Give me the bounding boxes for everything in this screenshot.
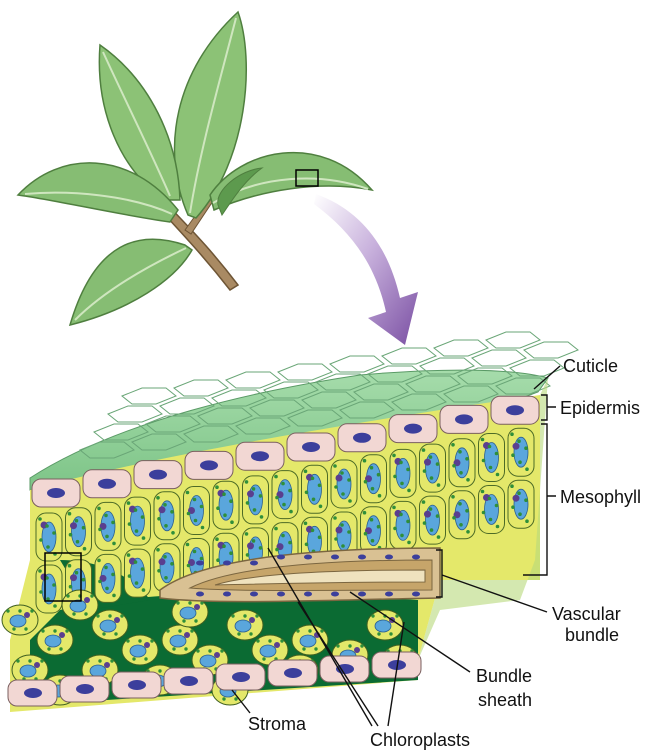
spongy-cell: [122, 635, 158, 665]
epidermis-cell: [8, 680, 57, 706]
epidermis-cell: [389, 415, 437, 443]
palisade-cell: [390, 449, 416, 497]
epidermis-cell: [32, 479, 80, 507]
epidermis-cell: [440, 405, 488, 433]
sheath-nucleus: [277, 555, 285, 560]
epidermis-cell: [287, 433, 335, 461]
spongy-cell: [37, 625, 73, 655]
magnify-arrow: [314, 194, 418, 345]
palisade-cell: [361, 507, 387, 555]
spongy-cell: [92, 610, 128, 640]
sheath-nucleus: [412, 555, 420, 560]
label-vascular-bundle-2: bundle: [565, 625, 619, 645]
palisade-cell: [272, 471, 298, 519]
epidermis-cell: [216, 664, 265, 690]
palisade-cell: [508, 480, 534, 528]
palisade-cell: [125, 497, 151, 545]
sheath-nucleus: [331, 555, 339, 560]
sheath-nucleus: [223, 561, 231, 566]
palisade-cell: [125, 549, 151, 597]
label-bundle-sheath-2: sheath: [478, 690, 532, 710]
sheath-nucleus: [385, 555, 393, 560]
sheath-nucleus: [196, 561, 204, 566]
epidermis-cell: [338, 424, 386, 452]
sheath-nucleus: [331, 592, 339, 597]
label-chloroplasts: Chloroplasts: [370, 730, 470, 750]
palisade-cell: [420, 496, 446, 544]
palisade-cell: [36, 565, 62, 613]
palisade-cell: [184, 487, 210, 535]
sheath-nucleus: [277, 592, 285, 597]
epidermis-cell: [60, 676, 109, 702]
epidermis-cell: [164, 668, 213, 694]
palisade-cell: [508, 428, 534, 476]
leaf-lower-left: [70, 239, 192, 325]
palisade-cell: [36, 513, 62, 561]
palisade-cell: [154, 492, 180, 540]
label-epidermis: Epidermis: [560, 398, 640, 418]
palisade-cell: [479, 486, 505, 534]
epidermis-cell: [134, 461, 182, 489]
spongy-cell: [62, 590, 98, 620]
sheath-nucleus: [412, 592, 420, 597]
epidermis-cell: [83, 470, 131, 498]
sheath-nucleus: [223, 592, 231, 597]
palisade-cell: [331, 460, 357, 508]
spongy-cell: [162, 625, 198, 655]
label-stroma: Stroma: [248, 714, 307, 734]
palisade-cell: [420, 444, 446, 492]
sheath-nucleus: [358, 555, 366, 560]
sheath-nucleus: [196, 592, 204, 597]
label-cuticle: Cuticle: [563, 356, 618, 376]
sheath-nucleus: [250, 592, 258, 597]
epidermis-cell: [268, 660, 317, 686]
palisade-cell: [213, 481, 239, 529]
palisade-cell: [95, 554, 121, 602]
spongy-cell: [227, 610, 263, 640]
label-vascular-bundle-1: Vascular: [552, 604, 621, 624]
epidermis-cell: [491, 396, 539, 424]
spongy-cell: [2, 605, 38, 635]
label-mesophyll: Mesophyll: [560, 487, 641, 507]
palisade-cell: [361, 455, 387, 503]
palisade-cell: [479, 434, 505, 482]
epidermis-cell: [112, 672, 161, 698]
label-bundle-sheath-1: Bundle: [476, 666, 532, 686]
palisade-cell: [390, 501, 416, 549]
palisade-cell: [95, 502, 121, 550]
palisade-cell: [449, 439, 475, 487]
palisade-cell: [302, 465, 328, 513]
palisade-cell: [243, 476, 269, 524]
sheath-nucleus: [304, 555, 312, 560]
sheath-nucleus: [250, 561, 258, 566]
sheath-nucleus: [385, 592, 393, 597]
sheath-nucleus: [304, 592, 312, 597]
epidermis-cell: [236, 442, 284, 470]
palisade-cell: [66, 508, 92, 556]
sheath-nucleus: [358, 592, 366, 597]
epidermis-cell: [185, 451, 233, 479]
leaf-cross-section: [2, 332, 578, 712]
palisade-cell: [449, 491, 475, 539]
plant-sprig: [18, 12, 372, 325]
